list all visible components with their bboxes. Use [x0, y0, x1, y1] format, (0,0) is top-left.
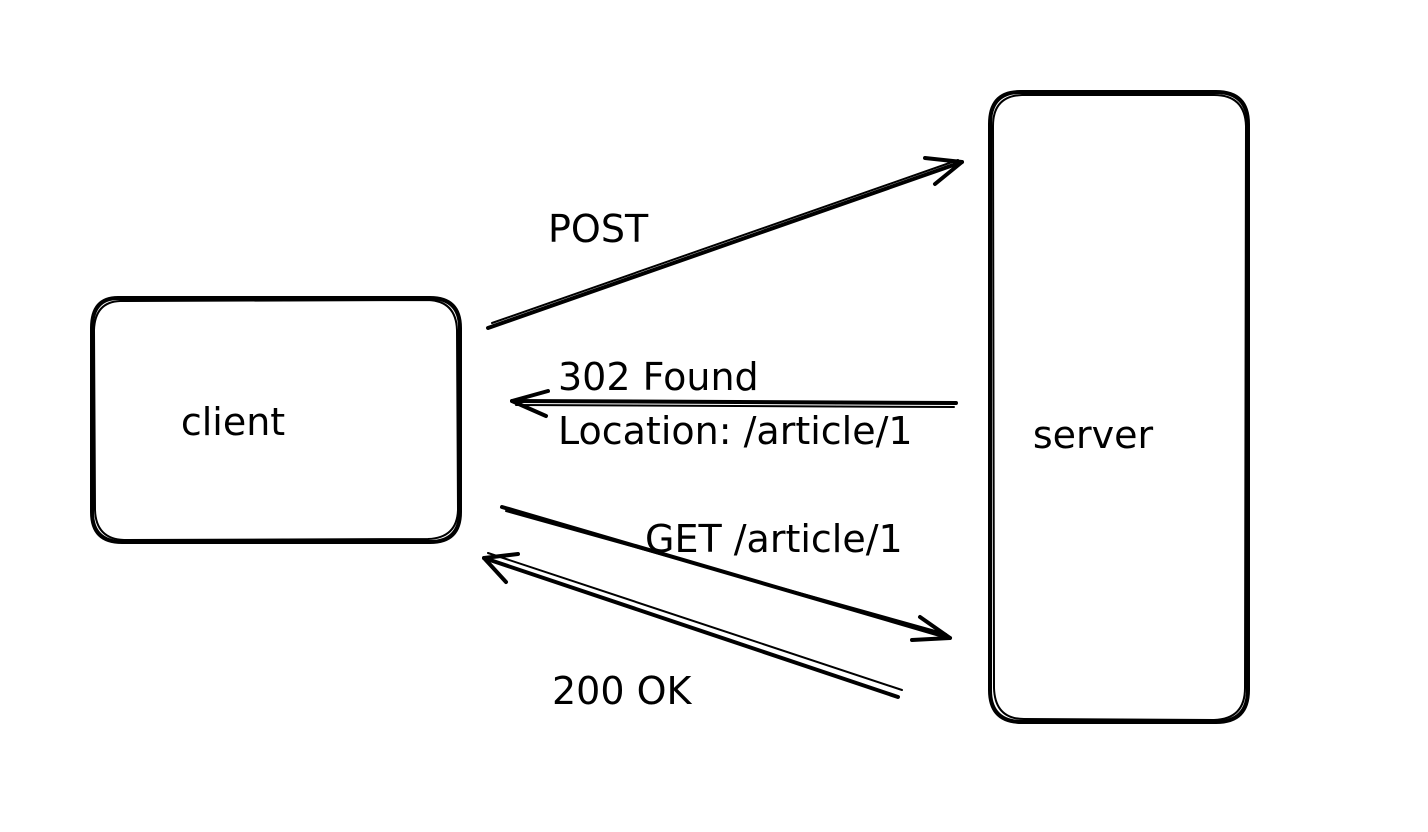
- client-node: client: [90, 296, 462, 544]
- found-arrow: 302 Found Location: /article/1: [510, 355, 958, 453]
- get-arrowhead: [910, 615, 952, 642]
- client-label: client: [181, 400, 285, 444]
- post-arrowhead: [923, 156, 964, 186]
- post-arrow: POST: [486, 156, 964, 330]
- ok-arrowhead: [482, 552, 520, 584]
- server-label: server: [1033, 413, 1154, 457]
- get-arrow: GET /article/1: [500, 505, 952, 642]
- found-arrowhead: [510, 389, 550, 418]
- get-label: GET /article/1: [645, 517, 903, 561]
- post-label: POST: [548, 207, 649, 251]
- server-node: server: [988, 90, 1250, 724]
- found-label-line2: Location: /article/1: [558, 409, 913, 453]
- ok-label: 200 OK: [552, 669, 693, 713]
- found-label-line1: 302 Found: [558, 355, 759, 399]
- ok-arrow: 200 OK: [482, 552, 903, 713]
